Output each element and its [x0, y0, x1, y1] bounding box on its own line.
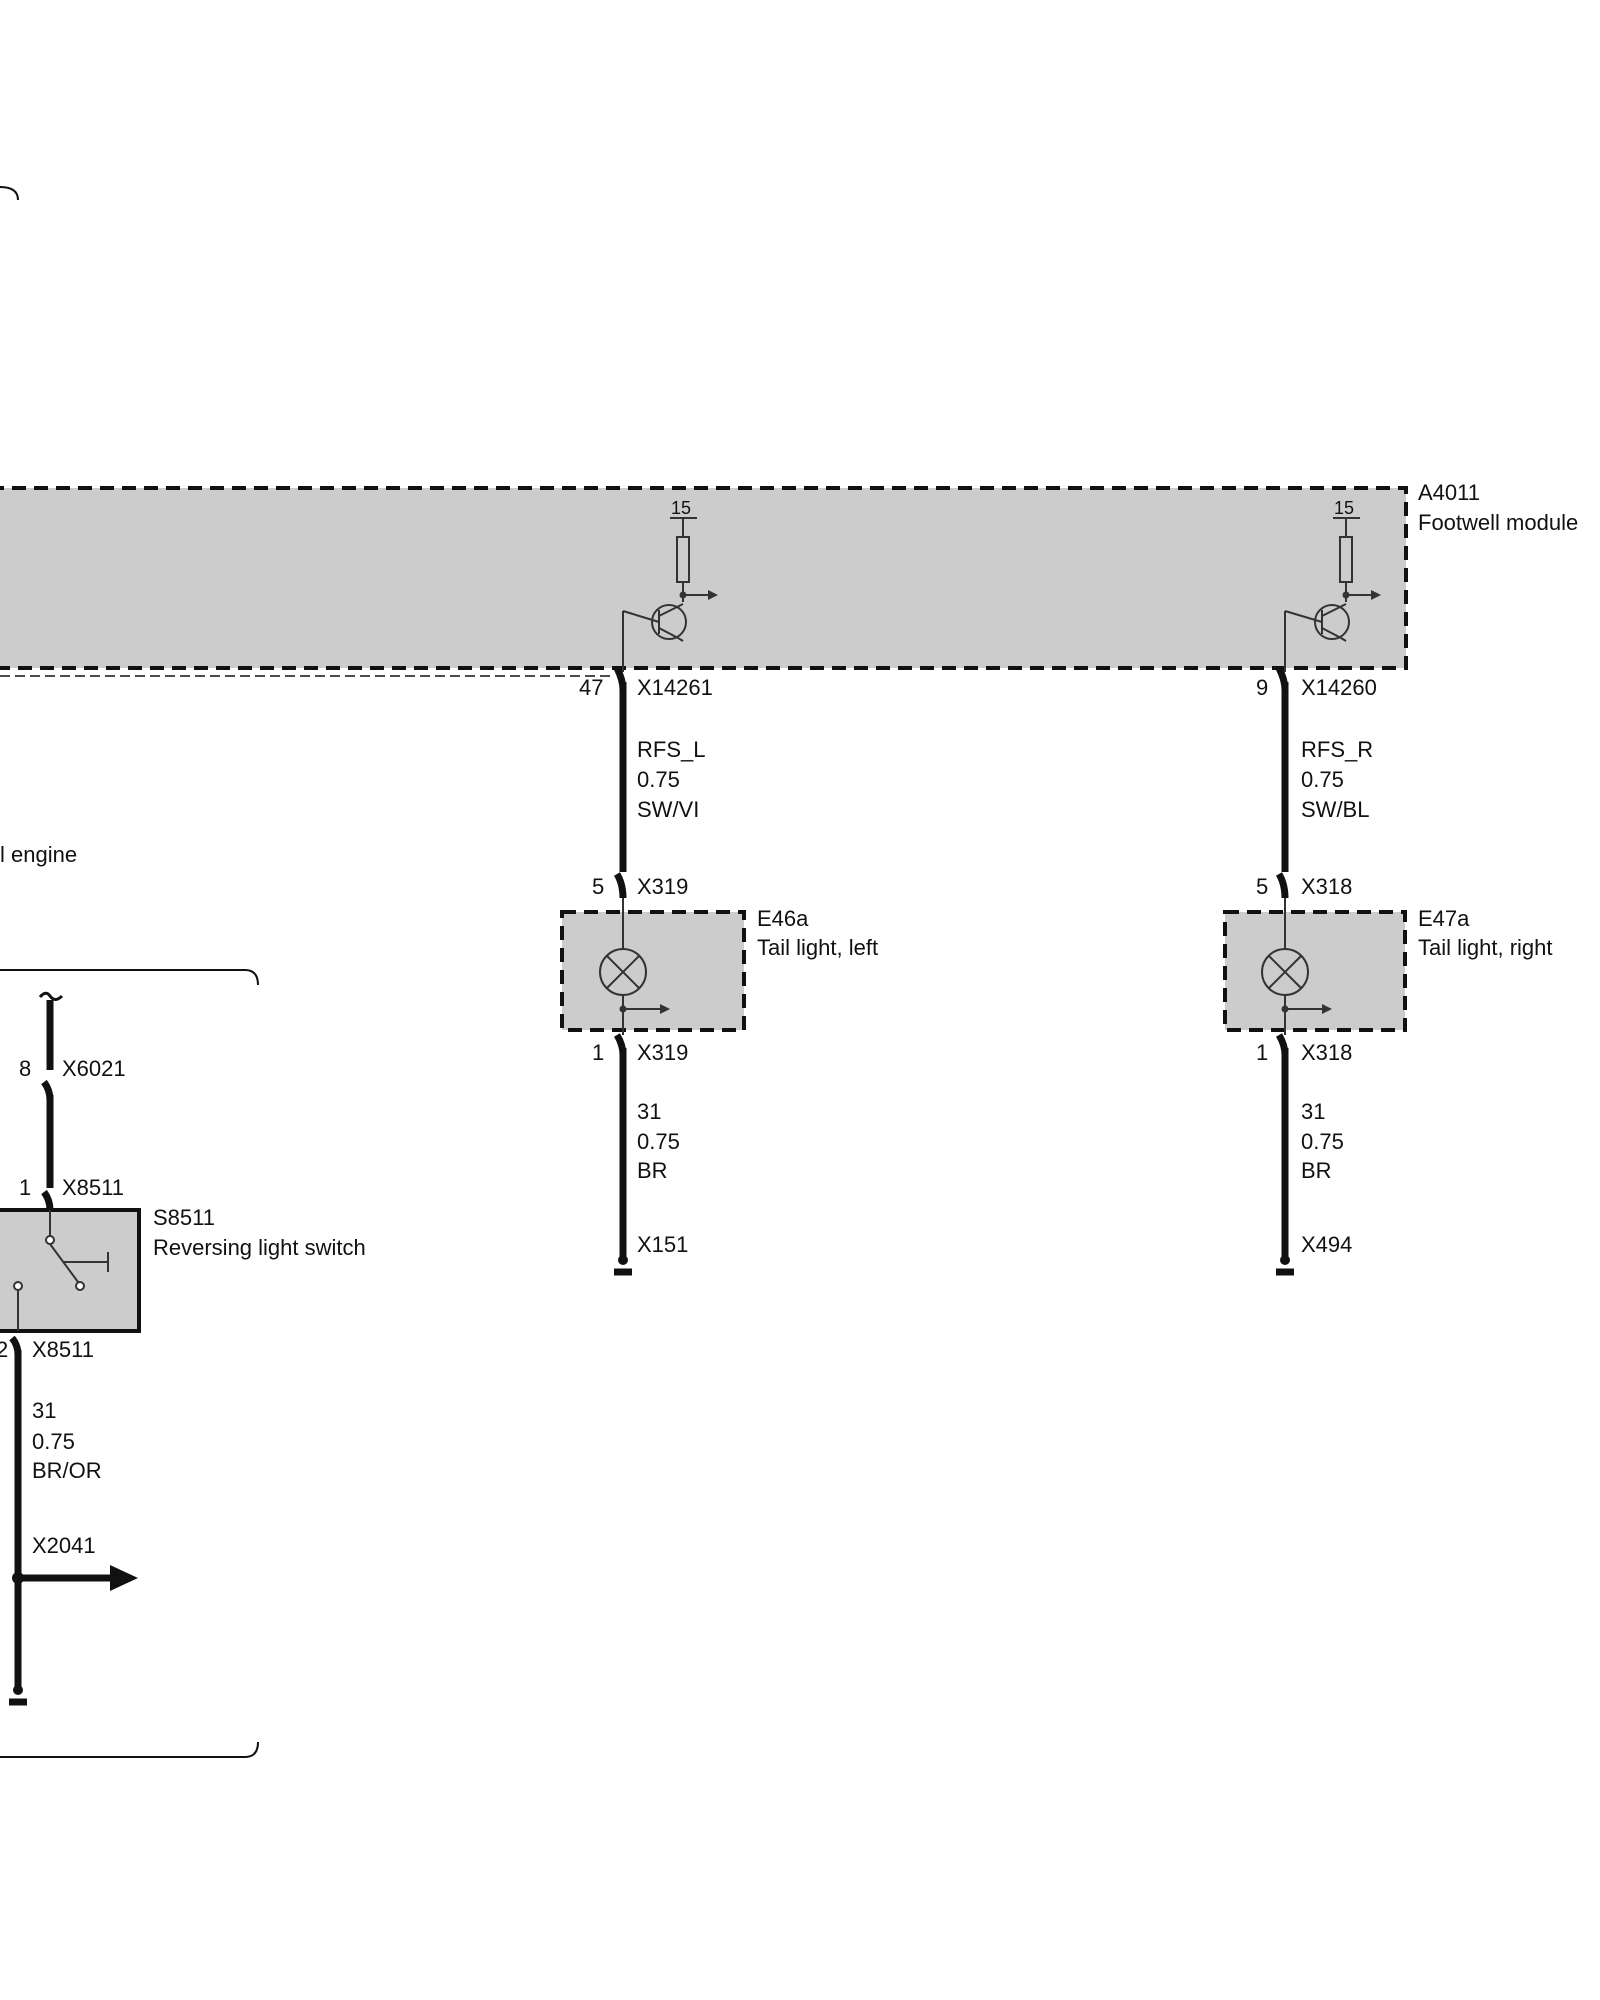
partial-engine-label: l engine [0, 842, 77, 867]
left-ground-signal: 31 [637, 1099, 661, 1124]
switch-id: S8511 [153, 1205, 215, 1230]
right-branch: 9 X14260 RFS_R 0.75 SW/BL 5 X318 E47a Ta… [1223, 666, 1553, 1276]
right-ground-icon [1280, 1255, 1290, 1265]
left-lamp-pin-in: 5 [592, 874, 604, 899]
switch-ground-icon [13, 1685, 23, 1695]
splice-branch-arrow-icon [110, 1565, 138, 1591]
right-wire-gauge: 0.75 [1301, 767, 1344, 792]
switch-ground-signal: 31 [32, 1398, 56, 1423]
switch-branch: l engine 8 X6021 1 X8511 S8511 Reversing… [0, 842, 366, 1758]
right-transistor [1314, 604, 1350, 640]
switch-ground-color: BR/OR [32, 1458, 102, 1483]
footwell-module[interactable]: A4011 Footwell module 15 15 [0, 480, 1578, 677]
right-lamp-id: E47a [1418, 906, 1470, 931]
wire-continuation-icon [38, 991, 64, 1001]
left-transistor [651, 604, 687, 640]
left-lamp-id: E46a [757, 906, 809, 931]
right-wire-color: SW/BL [1301, 797, 1369, 822]
left-ground-gauge: 0.75 [637, 1129, 680, 1154]
right-pin-top: 9 [1256, 675, 1268, 700]
left-lamp-name: Tail light, left [757, 935, 878, 960]
module-name: Footwell module [1418, 510, 1578, 535]
right-connector-top: X14260 [1301, 675, 1377, 700]
left-lamp-pin-out: 1 [592, 1040, 604, 1065]
switch-group-brace-bottom [0, 1741, 259, 1758]
left-lamp-connector-in: X319 [637, 874, 688, 899]
partial-arc-fragment [0, 186, 19, 201]
left-supply-label: 15 [671, 498, 691, 518]
left-pin-top: 47 [579, 675, 603, 700]
right-ground-signal: 31 [1301, 1099, 1325, 1124]
splice-label: X2041 [32, 1533, 96, 1558]
switch-connector-top: X6021 [62, 1056, 126, 1081]
left-wire-signal: RFS_L [637, 737, 705, 762]
right-lamp-connector-in: X318 [1301, 874, 1352, 899]
right-ground-color: BR [1301, 1158, 1332, 1183]
left-ground-color: BR [637, 1158, 668, 1183]
right-lamp-name: Tail light, right [1418, 935, 1553, 960]
right-lamp-pin-out: 1 [1256, 1040, 1268, 1065]
module-id: A4011 [1418, 480, 1480, 505]
switch-ground-gauge: 0.75 [32, 1429, 75, 1454]
left-connector-top: X14261 [637, 675, 713, 700]
left-ground-icon [618, 1255, 628, 1265]
switch-connector-in: X8511 [62, 1175, 124, 1200]
switch-pin-in: 1 [19, 1175, 31, 1200]
right-ground-point: X494 [1301, 1232, 1352, 1257]
left-wire-gauge: 0.75 [637, 767, 680, 792]
tail-light-right[interactable] [1223, 898, 1407, 1035]
left-wire-color: SW/VI [637, 797, 699, 822]
reversing-light-switch[interactable] [0, 1208, 141, 1333]
right-output-driver: 15 [1284, 498, 1381, 672]
switch-pin-top: 8 [19, 1056, 31, 1081]
right-wire-signal: RFS_R [1301, 737, 1373, 762]
right-lamp-pin-in: 5 [1256, 874, 1268, 899]
switch-connector-out: X8511 [32, 1337, 94, 1362]
switch-name: Reversing light switch [153, 1235, 366, 1260]
left-output-driver: 15 [622, 498, 718, 672]
left-branch: 47 X14261 RFS_L 0.75 SW/VI 5 X319 E46a T… [560, 666, 878, 1276]
switch-pin-out: 2 [0, 1337, 8, 1362]
left-ground-point: X151 [637, 1232, 688, 1257]
right-ground-gauge: 0.75 [1301, 1129, 1344, 1154]
tail-light-left[interactable] [560, 898, 746, 1035]
switch-group-brace-top [0, 969, 259, 986]
left-lamp-connector-out: X319 [637, 1040, 688, 1065]
right-lamp-connector-out: X318 [1301, 1040, 1352, 1065]
right-supply-label: 15 [1334, 498, 1354, 518]
